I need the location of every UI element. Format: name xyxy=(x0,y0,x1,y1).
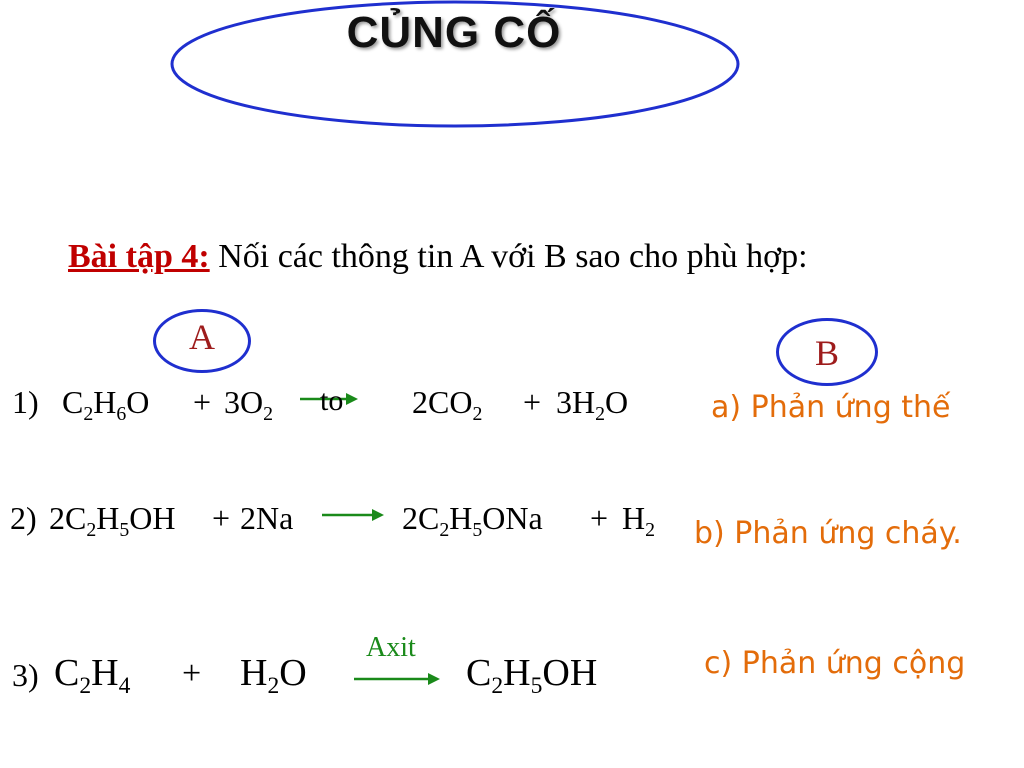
eq2-reactant-2: 2Na xyxy=(240,500,294,536)
eq2-product-2: H2 xyxy=(622,500,656,541)
eq3-reactant-1: C2H4 xyxy=(54,652,131,700)
eq3-plus-1: + xyxy=(182,655,202,692)
eq1-plus-2: + xyxy=(523,384,542,420)
eq3-condition: Axit xyxy=(366,632,416,663)
title-ellipse xyxy=(170,0,740,128)
option-c: c) Phản ứng cộng xyxy=(704,646,966,681)
column-b-label: B xyxy=(776,318,878,386)
eq1-reactant-1: C2H6O xyxy=(62,384,150,425)
task-line: Bài tập 4: Nối các thông tin A với B sao… xyxy=(68,238,808,276)
eq2-arrow xyxy=(322,509,384,521)
eq1-arrow xyxy=(300,393,358,405)
eq3-product-1: C2H5OH xyxy=(466,652,598,700)
eq1-reactant-2: 3O2 xyxy=(224,384,274,425)
eq2-reactant-1: 2C2H5OH xyxy=(49,500,176,541)
eq1-plus-1: + xyxy=(193,384,212,420)
eq2-plus-1: + xyxy=(212,500,231,536)
option-b: b) Phản ứng cháy. xyxy=(694,516,962,551)
eq1-product-2: 3H2O xyxy=(556,384,629,425)
eq2-number: 2) xyxy=(10,500,37,536)
eq2-product-1: 2C2H5ONa xyxy=(402,500,543,541)
eq1-condition: to xyxy=(320,384,344,417)
slide-title: CỦNG CỐ xyxy=(346,8,562,57)
task-label: Bài tập 4: xyxy=(68,238,210,275)
eq1-product-1: 2CO2 xyxy=(412,384,483,425)
column-a-label: A xyxy=(153,309,251,373)
eq3-number: 3) xyxy=(12,657,39,693)
eq2-plus-2: + xyxy=(590,500,609,536)
eq3-reactant-2: H2O xyxy=(240,652,307,700)
task-text: Nối các thông tin A với B sao cho phù hợ… xyxy=(209,238,808,275)
eq1-number: 1) xyxy=(12,384,39,420)
eq3-arrow xyxy=(354,673,440,685)
option-a: a) Phản ứng thế xyxy=(711,390,951,425)
